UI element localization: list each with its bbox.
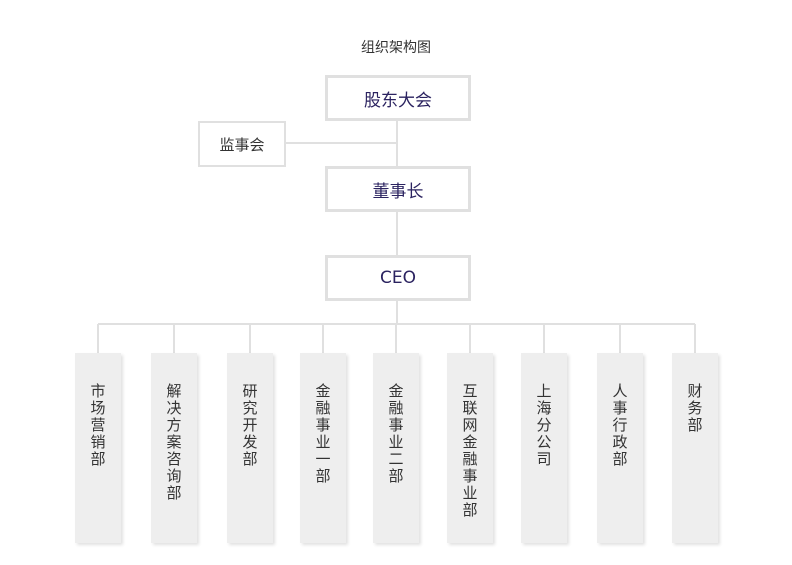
department-box: 解决方案咨询部: [151, 353, 197, 543]
department-label: 市场营销部: [88, 383, 107, 468]
department-box: 研究开发部: [227, 353, 273, 543]
department-connectors: [97, 324, 696, 353]
department-label: 金融事业二部: [386, 383, 405, 485]
department-label: 上海分公司: [534, 383, 553, 468]
node-supervisors: 监事会: [198, 121, 286, 167]
node-chairman-label: 董事长: [372, 181, 424, 202]
department-label: 互联网金融事业部: [460, 383, 479, 519]
department-box: 金融事业二部: [373, 353, 419, 543]
node-shareholders: 股东大会: [325, 75, 471, 121]
department-label: 金融事业一部: [313, 383, 332, 485]
node-ceo-label: CEO: [380, 268, 416, 288]
node-supervisors-label: 监事会: [219, 135, 265, 154]
department-box: 人事行政部: [597, 353, 643, 543]
department-box: 互联网金融事业部: [447, 353, 493, 543]
department-box: 市场营销部: [75, 353, 121, 543]
department-label: 研究开发部: [240, 383, 259, 468]
node-shareholders-label: 股东大会: [364, 90, 432, 111]
node-ceo: CEO: [325, 255, 471, 301]
department-label: 财务部: [685, 383, 704, 434]
department-box: 财务部: [672, 353, 718, 543]
department-box: 上海分公司: [521, 353, 567, 543]
department-box: 金融事业一部: [300, 353, 346, 543]
node-chairman: 董事长: [325, 166, 471, 212]
chart-title: 组织架构图: [361, 40, 431, 56]
department-label: 人事行政部: [610, 383, 629, 468]
department-label: 解决方案咨询部: [164, 383, 183, 502]
